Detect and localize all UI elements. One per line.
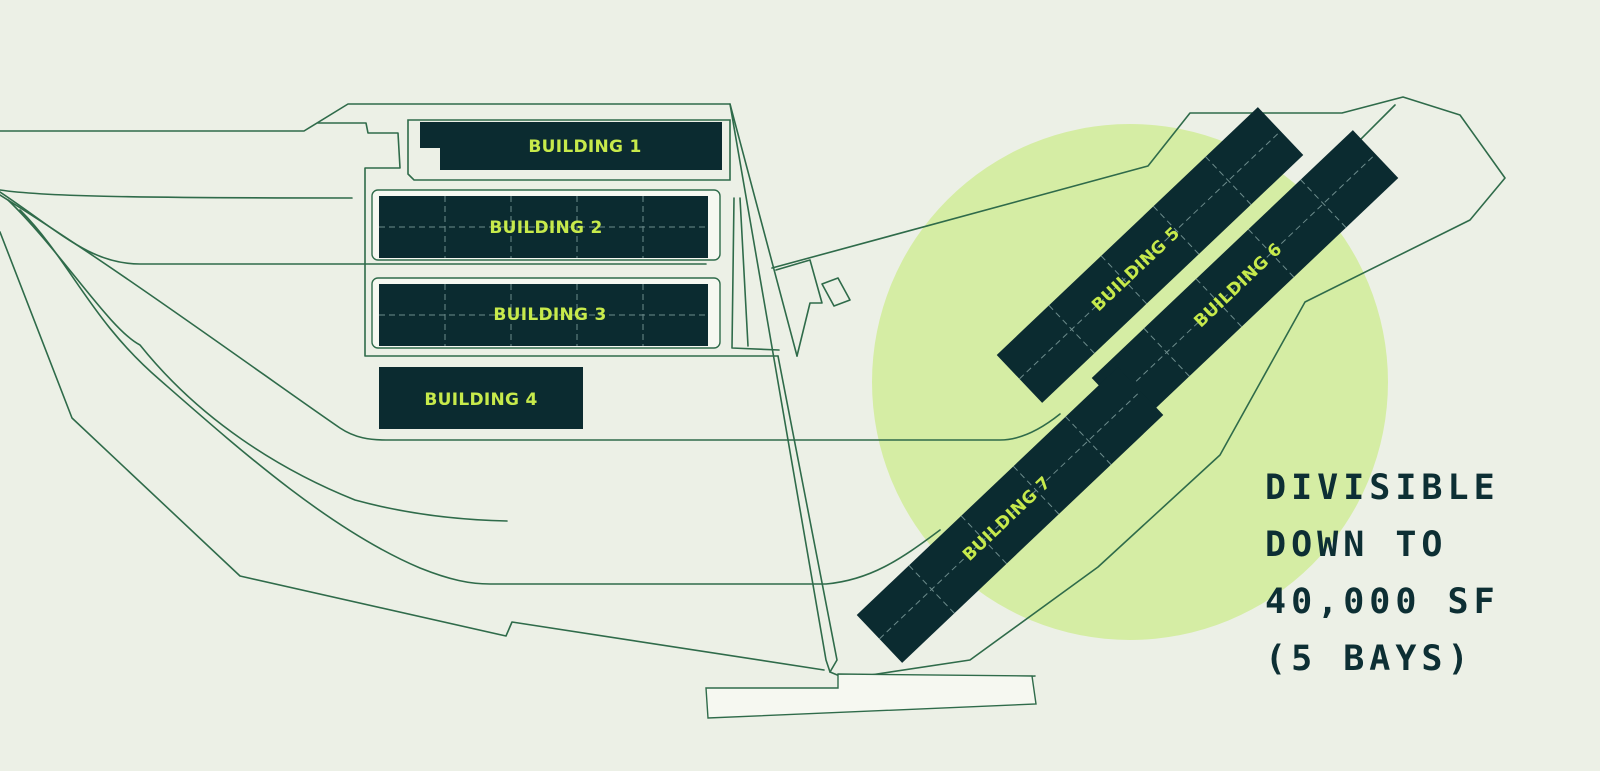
callout-line-3: 40,000 SF [1265,582,1500,622]
building-4-label: BUILDING 4 [424,390,537,410]
building-1-lot [407,119,731,181]
parking-lot-outline [317,122,779,357]
building-5-bay-lines [1019,130,1281,380]
access-road-northeast [771,96,1506,677]
building-2-bay-lines [379,196,708,258]
gatehouse-outline [821,277,851,307]
callout-line-2: DOWN TO [1265,525,1448,565]
building-1[interactable]: BUILDING 1 [420,122,722,170]
road-curve-1 [0,189,353,199]
service-road-west [777,355,838,673]
road-curve-5 [19,209,941,585]
site-boundary-south [0,231,825,671]
callout-line-4: (5 BAYS) [1265,639,1474,679]
road-curve-4 [7,199,508,522]
access-road-inner [775,259,823,357]
divisible-callout: DIVISIBLE DOWN TO 40,000 SF (5 BAYS) [1265,460,1585,688]
site-boundary-north [0,103,798,357]
loop-road-east [731,197,780,351]
building-3[interactable]: BUILDING 3 [379,284,708,346]
building-4[interactable]: BUILDING 4 [379,367,583,429]
callout-line-1: DIVISIBLE [1265,468,1500,508]
building-2-label: BUILDING 2 [489,218,602,238]
building-6-bay-lines [1114,153,1376,403]
building-1-label: BUILDING 1 [528,137,641,157]
building-3-bay-lines [379,284,708,346]
road-curve-3 [0,194,1061,441]
building-4-footprint [379,367,583,429]
building-1-footprint [420,122,722,170]
building-2[interactable]: BUILDING 2 [379,196,708,258]
loop-road-east-inner [739,197,749,347]
building-3-label: BUILDING 3 [493,305,606,325]
entry-road [705,673,1037,719]
